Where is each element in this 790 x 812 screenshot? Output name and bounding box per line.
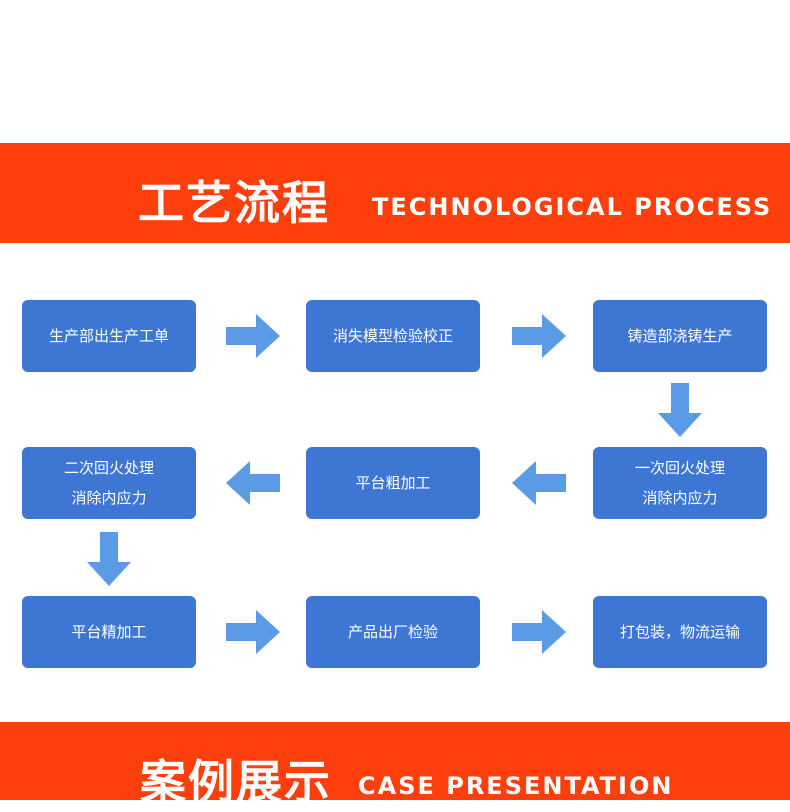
arrow-down-icon [87, 532, 131, 586]
step-4: 一次回火处理消除内应力 [593, 447, 767, 519]
step-8: 产品出厂检验 [306, 596, 480, 668]
arrow-left-icon [512, 461, 566, 505]
arrow-left-icon [226, 461, 280, 505]
step-9: 打包装，物流运输 [593, 596, 767, 668]
step-label: 消失模型检验校正 [332, 327, 453, 345]
step-label: 铸造部浇铸生产 [627, 327, 733, 345]
step-2: 消失模型检验校正 [306, 300, 480, 372]
arrow-down-icon [658, 383, 702, 437]
step-label: 平台精加工 [71, 623, 147, 641]
case-banner: 案例展示 CASE PRESENTATION [0, 722, 790, 809]
step-7: 平台精加工 [22, 596, 196, 668]
step-label: 平台粗加工 [355, 474, 431, 492]
step-label: 生产部出生产工单 [48, 327, 169, 345]
step-3: 铸造部浇铸生产 [593, 300, 767, 372]
banner-title-en: TECHNOLOGICAL PROCESS [372, 193, 773, 221]
arrow-right-icon [512, 610, 566, 654]
process-banner: 工艺流程 TECHNOLOGICAL PROCESS [0, 143, 790, 243]
arrow-right-icon [226, 610, 280, 654]
step-6: 二次回火处理消除内应力 [22, 447, 196, 519]
arrow-right-icon [226, 314, 280, 358]
step-5: 平台粗加工 [306, 447, 480, 519]
arrow-right-icon [512, 314, 566, 358]
banner-title-en: CASE PRESENTATION [358, 772, 674, 800]
step-label: 二次回火处理 [63, 459, 154, 477]
step-label: 打包装，物流运输 [619, 623, 740, 641]
banner-title-cn: 案例展示 [140, 755, 332, 809]
step-label: 产品出厂检验 [347, 623, 438, 641]
step-label: 一次回火处理 [634, 459, 725, 477]
step-label-2: 消除内应力 [71, 489, 147, 507]
step-1: 生产部出生产工单 [22, 300, 196, 372]
banner-title-cn: 工艺流程 [138, 176, 330, 230]
step-label-2: 消除内应力 [642, 489, 718, 507]
